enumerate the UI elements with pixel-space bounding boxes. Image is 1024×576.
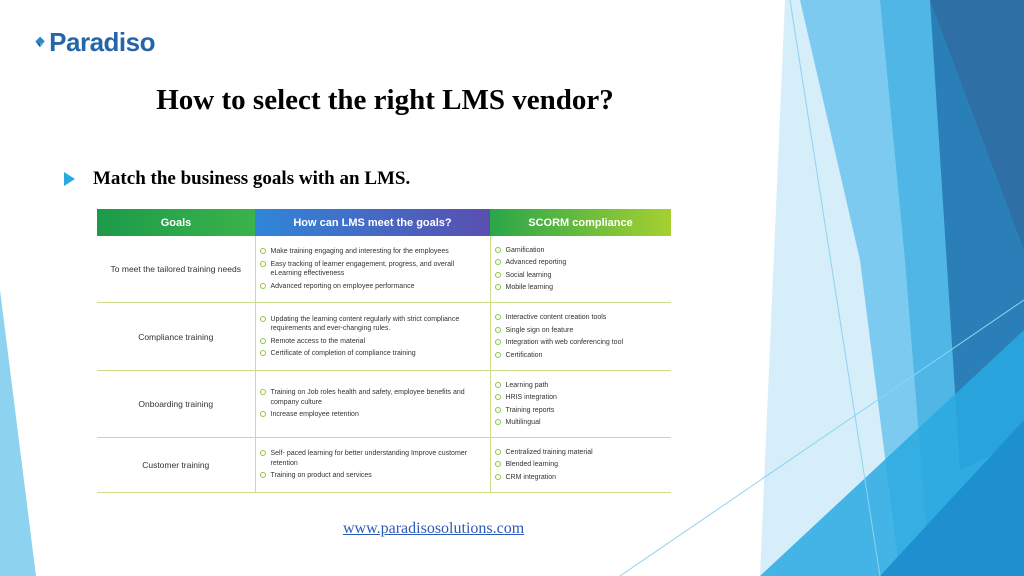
header-scorm: SCORM compliance <box>490 209 671 236</box>
circle-bullet-icon <box>494 351 501 358</box>
circle-bullet-icon <box>494 381 501 388</box>
list-item: Easy tracking of learner engagement, pro… <box>259 260 484 279</box>
circle-bullet-icon <box>494 284 501 290</box>
circle-bullet-icon <box>259 282 266 289</box>
goals-table: Goals How can LMS meet the goals? SCORM … <box>97 209 671 493</box>
table-row: Compliance training Updating the learnin… <box>97 302 671 371</box>
list-item: Single sign on feature <box>494 326 666 336</box>
list-item: Increase employee retention <box>259 410 484 420</box>
list-item: Training on Job roles health and safety,… <box>259 388 484 407</box>
goal-cell: Compliance training <box>97 302 256 371</box>
circle-bullet-icon <box>494 339 501 345</box>
circle-bullet-icon <box>494 246 501 253</box>
circle-bullet-icon <box>494 419 501 425</box>
how-cell: Updating the learning content regularly … <box>255 302 491 371</box>
scorm-cell: Interactive content creation tools Singl… <box>490 302 671 371</box>
goal-cell: Customer training <box>97 437 256 493</box>
list-item: Gamification <box>494 246 666 256</box>
header-how: How can LMS meet the goals? <box>255 209 490 236</box>
list-item: Advanced reporting <box>494 258 666 268</box>
list-item: Updating the learning content regularly … <box>259 315 484 334</box>
how-cell: Self- paced learning for better understa… <box>255 437 491 493</box>
circle-bullet-icon <box>494 271 501 278</box>
circle-bullet-icon <box>259 411 266 418</box>
list-item: Certification <box>494 351 666 361</box>
list-item: Social learning <box>494 271 666 281</box>
list-item: Blended learning <box>494 460 666 470</box>
diamond-logo-icon <box>35 36 45 48</box>
bullet-item: Match the business goals with an LMS. <box>64 168 410 190</box>
table-row: Onboarding training Training on Job role… <box>97 370 671 438</box>
circle-bullet-icon <box>494 326 501 333</box>
circle-bullet-icon <box>494 314 501 320</box>
bullet-arrow-icon <box>64 172 75 186</box>
circle-bullet-icon <box>494 461 501 468</box>
brand-name: Paradiso <box>49 26 155 57</box>
brand-logo[interactable]: Paradiso <box>35 24 155 60</box>
circle-bullet-icon <box>259 337 266 344</box>
scorm-cell: Centralized training material Blended le… <box>490 437 671 493</box>
list-item: Mobile learning <box>494 283 666 293</box>
circle-bullet-icon <box>259 450 266 457</box>
list-item: Training reports <box>494 406 666 416</box>
goal-cell: Onboarding training <box>97 370 256 438</box>
how-cell: Make training engaging and interesting f… <box>255 236 491 303</box>
bullet-text: Match the business goals with an LMS. <box>93 168 411 189</box>
website-link[interactable]: www.paradisosolutions.com <box>343 520 525 537</box>
table-header-row: Goals How can LMS meet the goals? SCORM … <box>97 209 671 236</box>
table-row: To meet the tailored training needs Make… <box>97 236 671 303</box>
table-row: Customer training Self- paced learning f… <box>97 437 671 493</box>
circle-bullet-icon <box>494 394 501 400</box>
how-cell: Training on Job roles health and safety,… <box>255 370 491 438</box>
list-item: Certificate of completion of compliance … <box>259 349 484 359</box>
page-title: How to select the right LMS vendor? <box>156 84 614 116</box>
scorm-cell: Learning path HRIS integration Training … <box>490 370 671 438</box>
circle-bullet-icon <box>259 260 266 267</box>
list-item: Training on product and services <box>259 471 484 481</box>
list-item: Advanced reporting on employee performan… <box>259 282 484 292</box>
list-item: Self- paced learning for better understa… <box>259 449 484 468</box>
list-item: Remote access to the material <box>259 337 484 347</box>
list-item: Interactive content creation tools <box>494 313 666 323</box>
list-item: Multilingual <box>494 418 666 428</box>
circle-bullet-icon <box>259 350 266 356</box>
list-item: CRM integration <box>494 473 666 483</box>
circle-bullet-icon <box>259 472 266 479</box>
list-item: HRIS integration <box>494 393 666 403</box>
circle-bullet-icon <box>494 259 501 265</box>
circle-bullet-icon <box>494 448 501 455</box>
list-item: Learning path <box>494 381 666 391</box>
goal-cell: To meet the tailored training needs <box>97 236 256 303</box>
list-item: Integration with web conferencing tool <box>494 338 666 348</box>
circle-bullet-icon <box>494 406 501 413</box>
circle-bullet-icon <box>494 473 501 480</box>
header-goals: Goals <box>97 209 255 236</box>
list-item: Make training engaging and interesting f… <box>259 247 484 257</box>
circle-bullet-icon <box>259 389 266 396</box>
circle-bullet-icon <box>259 315 266 322</box>
scorm-cell: Gamification Advanced reporting Social l… <box>490 236 671 303</box>
list-item: Centralized training material <box>494 448 666 458</box>
circle-bullet-icon <box>259 248 266 254</box>
